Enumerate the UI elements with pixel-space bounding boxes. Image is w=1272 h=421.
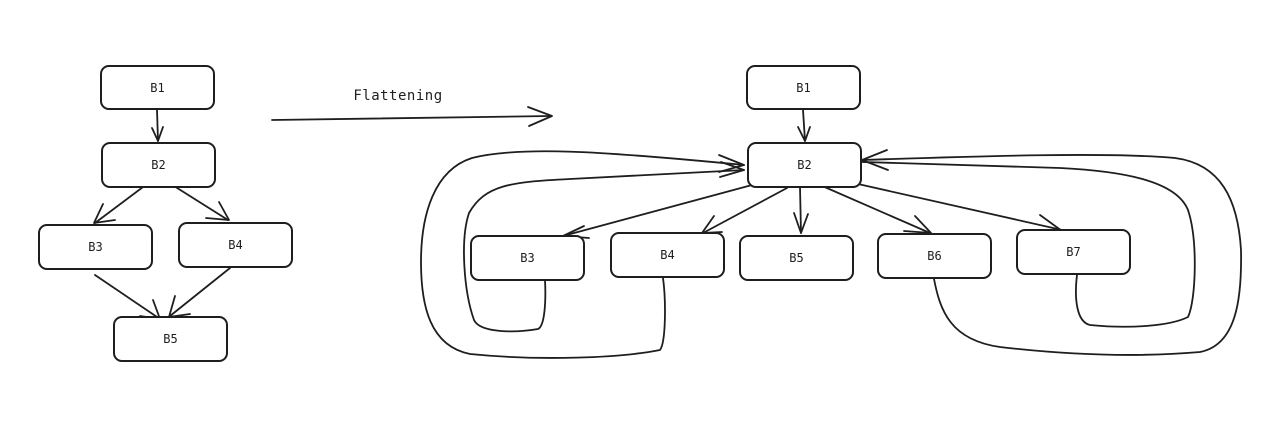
- edge-b2-b5-flat: [799, 186, 802, 234]
- node-b3: B3: [38, 224, 153, 270]
- node-label: B7: [1066, 245, 1080, 259]
- loop-b7-b2: [861, 161, 1196, 328]
- node-b1: B1: [100, 65, 215, 110]
- node-label: B4: [228, 238, 242, 252]
- flat-node-b3: B3: [470, 235, 585, 281]
- edge-b2-b4-flat: [702, 187, 788, 234]
- arrowhead-b2-b4: [205, 201, 230, 221]
- node-label: B3: [88, 240, 102, 254]
- node-b5: B5: [113, 316, 228, 362]
- flat-node-b1: B1: [746, 65, 861, 110]
- edge-b1-b2-flat: [802, 109, 806, 142]
- edge-b2-b4: [173, 185, 229, 221]
- arrowhead-b1-b2-flat: [797, 126, 811, 142]
- arrowhead-loop-b4-b2: [718, 154, 745, 173]
- arrowhead-loop-b3-b2: [719, 161, 745, 178]
- node-label: B1: [796, 81, 810, 95]
- edge-b2-b6-flat: [819, 184, 931, 234]
- original-cfg: B1 B2 B3 B4 B5: [38, 65, 293, 362]
- node-label: B5: [789, 251, 803, 265]
- flattening-transform: Flattening: [271, 88, 553, 127]
- edge-b3-b5: [94, 274, 161, 320]
- edge-b2-b3: [94, 186, 144, 224]
- flattening-label: Flattening: [353, 88, 442, 104]
- edge-b2-b7-flat: [857, 183, 1063, 231]
- loop-b4-b2: [420, 150, 745, 359]
- node-label: B5: [163, 332, 177, 346]
- flat-node-b6: B6: [877, 233, 992, 279]
- node-label: B4: [660, 248, 674, 262]
- flat-node-b7: B7: [1016, 229, 1131, 275]
- arrowhead-b2-b6-flat: [903, 215, 932, 234]
- edge-b4-b5: [169, 267, 231, 317]
- node-label: B6: [927, 249, 941, 263]
- flat-node-b4: B4: [610, 232, 725, 278]
- edge-b1-b2: [156, 109, 159, 142]
- arrowhead-b2-b5-flat: [793, 212, 809, 234]
- node-label: B2: [151, 158, 165, 172]
- node-b4: B4: [178, 222, 293, 268]
- transform-arrowhead: [527, 106, 553, 127]
- loop-b3-b2: [463, 169, 745, 333]
- flat-node-b2-dispatcher: B2: [747, 142, 862, 188]
- flattened-cfg: B1 B2 B3 B4 B5 B6 B7: [420, 65, 1242, 359]
- node-label: B1: [150, 81, 164, 95]
- node-label: B2: [797, 158, 811, 172]
- flat-node-b5: B5: [739, 235, 854, 281]
- arrowhead-b1-b2: [151, 126, 164, 142]
- edge-b2-b3-flat: [562, 184, 753, 237]
- arrowhead-b2-b3: [93, 203, 116, 224]
- node-label: B3: [520, 251, 534, 265]
- node-b2: B2: [101, 142, 216, 188]
- transform-arrow: [271, 115, 552, 121]
- loop-b6-b2: [861, 154, 1242, 356]
